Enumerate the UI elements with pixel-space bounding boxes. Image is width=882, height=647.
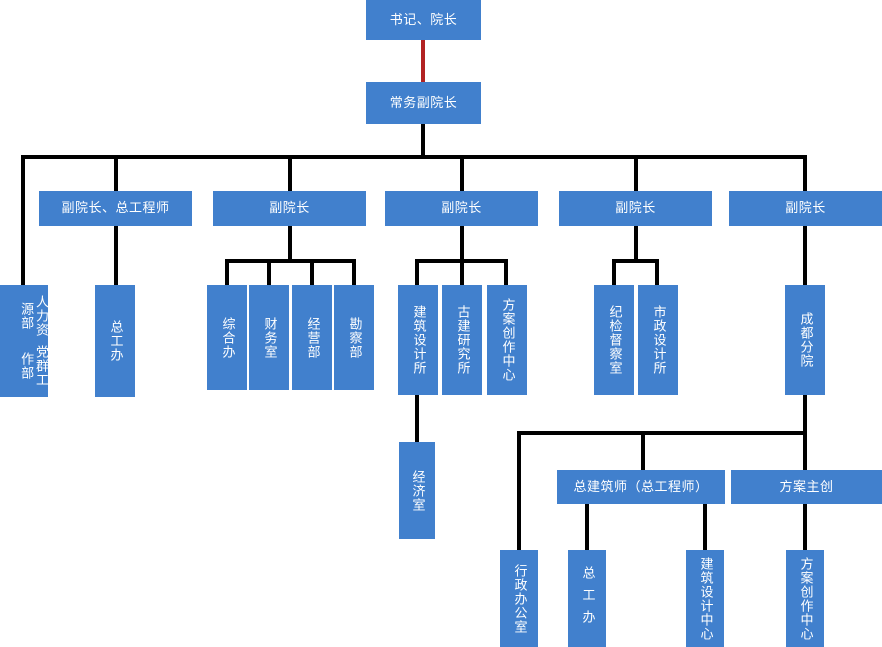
connector-chengdu-stem [803, 395, 807, 435]
connector-chief-architect-to-ce-office [585, 504, 589, 550]
node-vp-chief-engineer[interactable]: 副院长、总工程师 [39, 191, 192, 226]
connector-executive-stem [421, 124, 425, 158]
connector-vp2-to-finance [267, 259, 271, 287]
connector-vp2-to-general-office [225, 259, 229, 287]
connector-vp2-to-survey [352, 259, 356, 287]
connector-vp3-stem [460, 226, 464, 261]
node-hr-dept-label: 人力资源部 [19, 295, 49, 337]
node-branch-chief-engineer-office[interactable]: 总工办 [568, 550, 606, 647]
connector-arch-design-to-economics [415, 395, 419, 442]
connector-vp2-to-operations [310, 259, 314, 287]
connector-chengdu-to-scheme-lead [803, 431, 807, 470]
connector-main-bus [21, 155, 807, 159]
connector-vp5-to-chengdu [803, 226, 807, 287]
connector-bus-to-vp1 [114, 155, 118, 191]
node-discipline-inspection-office[interactable]: 纪检督察室 [594, 285, 634, 395]
connector-chengdu-to-chief-architect [641, 431, 645, 470]
node-vp-5[interactable]: 副院长 [729, 191, 882, 226]
connector-vp3-to-scheme-center [504, 259, 508, 287]
connector-scheme-lead-to-creation-center [803, 504, 807, 550]
node-scheme-lead[interactable]: 方案主创 [731, 470, 882, 504]
node-finance-office[interactable]: 财务室 [249, 285, 289, 390]
connector-root-to-executive [421, 39, 425, 82]
node-chief-architect[interactable]: 总建筑师（总工程师） [557, 470, 725, 504]
node-architectural-design-center[interactable]: 建筑设计中心 [686, 550, 724, 647]
node-branch-scheme-creation-center[interactable]: 方案创作中心 [786, 550, 824, 647]
node-survey-dept[interactable]: 勘察部 [334, 285, 374, 390]
node-hr-and-party-dept[interactable]: 人力资源部 党群工作部 [0, 285, 49, 397]
connector-vp2-bus [225, 259, 356, 263]
node-architectural-design-institute[interactable]: 建筑设计所 [398, 285, 438, 395]
node-vp-4[interactable]: 副院长 [559, 191, 712, 226]
node-secretary-president[interactable]: 书记、院长 [366, 0, 481, 40]
connector-bus-to-hr-party [21, 155, 25, 287]
connector-vp2-stem [288, 226, 292, 261]
node-party-work-dept-label: 党群工作部 [19, 345, 49, 387]
connector-vp4-to-municipal [655, 259, 659, 287]
node-vp-3[interactable]: 副院长 [385, 191, 538, 226]
node-vp-2[interactable]: 副院长 [213, 191, 366, 226]
connector-bus-to-vp4 [634, 155, 638, 191]
connector-vp4-bus [612, 259, 659, 263]
node-scheme-creation-center[interactable]: 方案创作中心 [487, 285, 527, 395]
connector-bus-to-vp2 [288, 155, 292, 191]
node-chengdu-branch[interactable]: 成都分院 [785, 285, 825, 395]
connector-vp1-to-ce-office [114, 226, 118, 287]
node-chief-engineer-office[interactable]: 总工办 [95, 285, 135, 397]
node-operations-dept[interactable]: 经营部 [292, 285, 332, 390]
connector-chengdu-bus [517, 431, 807, 435]
connector-bus-to-vp5 [803, 155, 807, 191]
node-general-office[interactable]: 综合办 [207, 285, 247, 390]
connector-vp4-stem [634, 226, 638, 261]
connector-bus-to-vp3 [460, 155, 464, 191]
node-admin-office[interactable]: 行政办公室 [500, 550, 538, 647]
node-municipal-design-institute[interactable]: 市政设计所 [638, 285, 678, 395]
connector-vp3-to-ancient-arch [460, 259, 464, 287]
connector-vp3-to-arch-design [415, 259, 419, 287]
connector-vp4-to-discipline [612, 259, 616, 287]
node-ancient-architecture-institute[interactable]: 古建研究所 [442, 285, 482, 395]
connector-chengdu-to-admin-office [517, 431, 521, 550]
connector-chief-architect-to-design-center [703, 504, 707, 550]
node-economics-office[interactable]: 经济室 [399, 442, 435, 539]
node-executive-vice-president[interactable]: 常务副院长 [366, 82, 481, 124]
